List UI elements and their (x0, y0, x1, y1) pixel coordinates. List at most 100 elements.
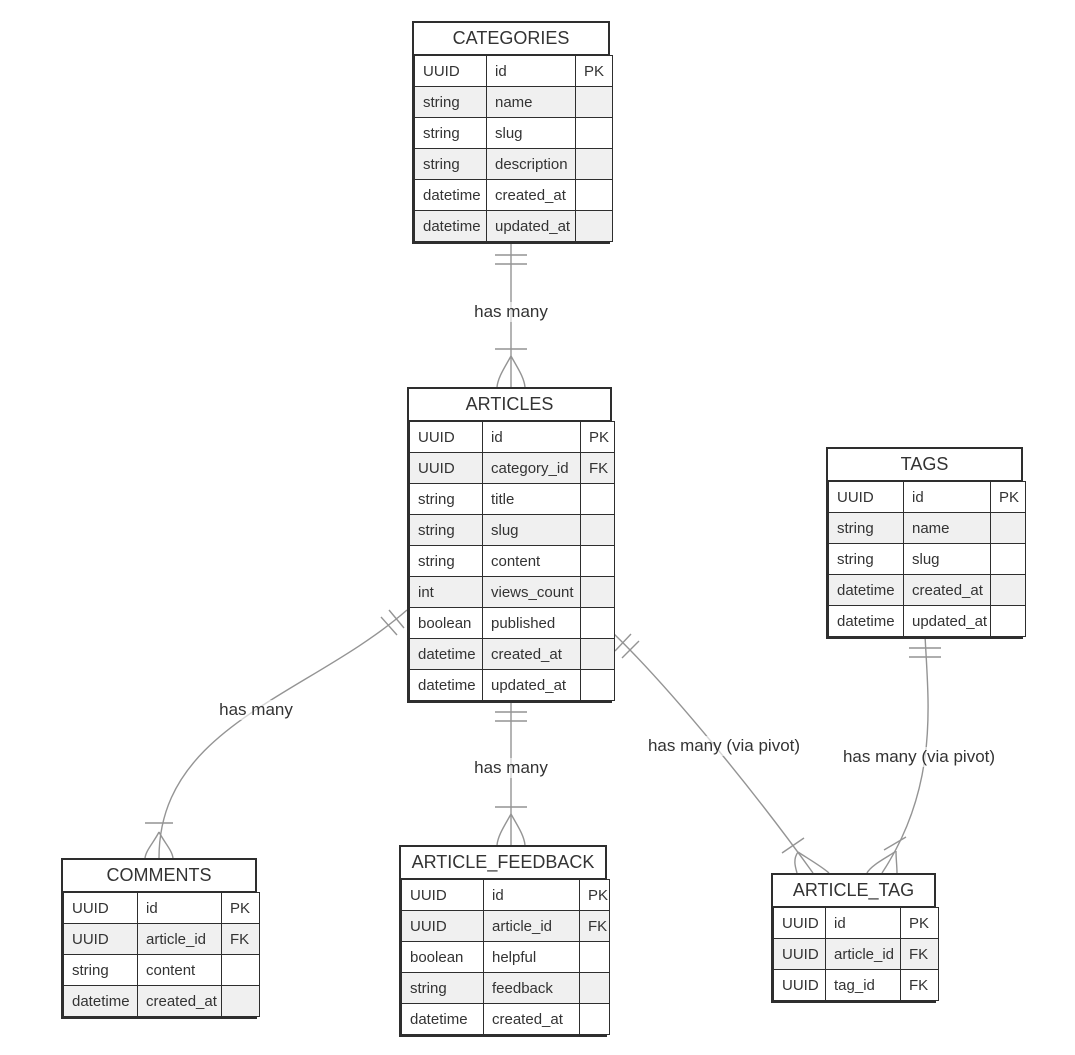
crow-foot-marker (794, 851, 830, 874)
er-column-name: created_at (486, 179, 576, 211)
er-column-type: UUID (63, 892, 138, 924)
er-column-key: FK (900, 938, 939, 970)
relationship-label: has many (472, 302, 550, 322)
er-column-type: string (409, 483, 483, 515)
er-column-type: datetime (409, 638, 483, 670)
er-column-name: id (825, 907, 901, 939)
er-column-type: string (414, 117, 487, 149)
er-column-type: datetime (63, 985, 138, 1017)
er-column-name: id (482, 421, 581, 453)
er-column-key (221, 985, 260, 1017)
er-column-type: string (63, 954, 138, 986)
er-column-key: FK (221, 923, 260, 955)
one-cardinality-marker (380, 609, 405, 636)
er-column-type: UUID (401, 910, 484, 942)
er-table-title: CATEGORIES (414, 23, 608, 55)
er-column-name: created_at (137, 985, 222, 1017)
er-table-title: TAGS (828, 449, 1021, 481)
er-column-name: views_count (482, 576, 581, 608)
er-column-name: id (903, 481, 991, 513)
er-column-type: datetime (414, 179, 487, 211)
er-column-type: UUID (401, 879, 484, 911)
one-cardinality-marker (909, 647, 941, 658)
er-column-type: datetime (828, 574, 904, 606)
er-column-name: id (486, 55, 576, 87)
er-column-name: name (903, 512, 991, 544)
er-column-name: created_at (903, 574, 991, 606)
er-column-key (575, 117, 613, 149)
er-column-name: title (482, 483, 581, 515)
er-column-type: string (414, 86, 487, 118)
er-column-name: description (486, 148, 576, 180)
er-column-name: id (483, 879, 580, 911)
er-column-type: int (409, 576, 483, 608)
er-column-key (580, 483, 615, 515)
er-column-type: datetime (414, 210, 487, 242)
er-column-type: string (828, 543, 904, 575)
er-column-name: helpful (483, 941, 580, 973)
er-column-key (579, 1003, 610, 1035)
er-column-key (580, 545, 615, 577)
many-tick-marker (883, 836, 907, 851)
er-column-name: created_at (482, 638, 581, 670)
crow-foot-marker (866, 850, 898, 874)
er-column-key (580, 514, 615, 546)
er-column-key: PK (221, 892, 260, 924)
er-column-type: datetime (401, 1003, 484, 1035)
relationship-tags-article-tag (866, 634, 941, 874)
er-column-key (579, 941, 610, 973)
er-column-name: created_at (483, 1003, 580, 1035)
er-column-type: UUID (409, 421, 483, 453)
er-column-name: slug (482, 514, 581, 546)
er-column-type: datetime (409, 669, 483, 701)
er-column-key (580, 669, 615, 701)
er-column-name: name (486, 86, 576, 118)
crow-foot-marker (496, 355, 526, 388)
er-column-key: PK (990, 481, 1026, 513)
er-column-type: string (401, 972, 484, 1004)
er-column-key (990, 543, 1026, 575)
er-column-key (580, 607, 615, 639)
relationship-articles-comments (144, 609, 408, 859)
er-column-key: PK (900, 907, 939, 939)
er-column-name: slug (486, 117, 576, 149)
er-column-type: UUID (409, 452, 483, 484)
er-column-key (990, 512, 1026, 544)
er-column-type: UUID (773, 969, 826, 1001)
er-column-type: string (409, 514, 483, 546)
er-column-name: content (137, 954, 222, 986)
er-column-key (580, 576, 615, 608)
er-column-key (575, 210, 613, 242)
relationship-label: has many (via pivot) (645, 736, 803, 756)
er-column-key (575, 86, 613, 118)
one-cardinality-marker (614, 633, 640, 659)
er-column-key (990, 574, 1026, 606)
